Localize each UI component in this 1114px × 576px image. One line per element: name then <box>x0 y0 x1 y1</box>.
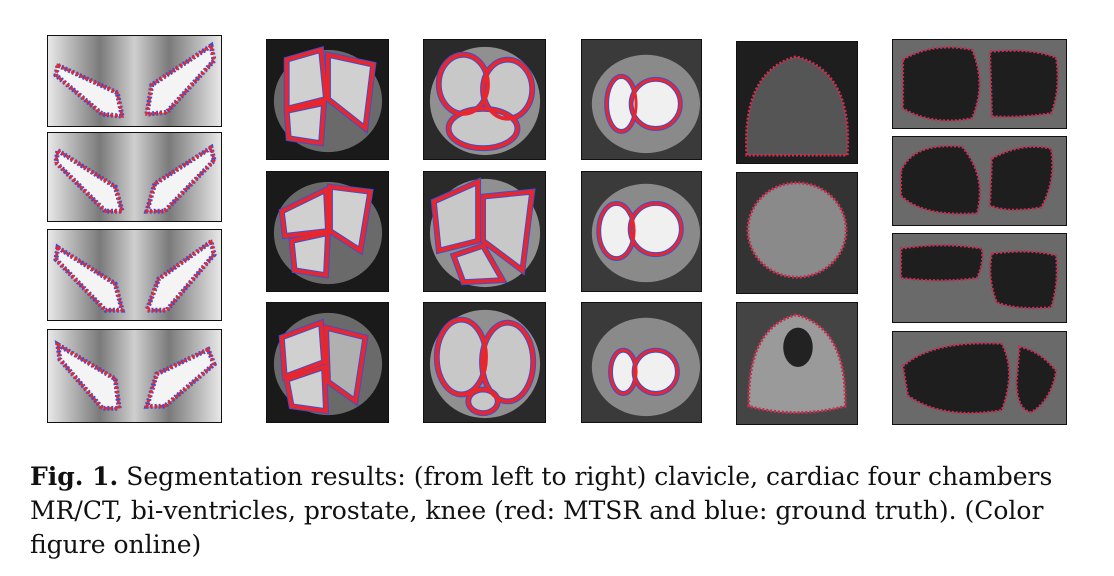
clavicle-image-2 <box>47 132 222 222</box>
clavicle-image-1 <box>47 35 222 127</box>
biventricle-image-2 <box>581 171 702 292</box>
cardiac-mr-image-2 <box>266 171 389 292</box>
cardiac-mr-image-1 <box>266 39 389 160</box>
figure-caption: Fig. 1. Segmentation results: (from left… <box>30 460 1090 562</box>
caption-text: Segmentation results: (from left to righ… <box>30 462 1053 559</box>
knee-image-3 <box>892 233 1067 323</box>
cardiac-ct-image-3 <box>423 302 546 423</box>
cardiac-ct-image-2 <box>423 171 546 292</box>
figure-label: Fig. 1. <box>30 462 119 491</box>
cardiac-mr-image-3 <box>266 302 389 423</box>
prostate-image-3 <box>736 302 858 425</box>
biventricle-image-3 <box>581 302 702 423</box>
prostate-image-1 <box>736 41 858 164</box>
biventricle-image-1 <box>581 39 702 160</box>
clavicle-image-3 <box>47 229 222 321</box>
cardiac-ct-image-1 <box>423 39 546 160</box>
knee-image-2 <box>892 136 1067 226</box>
knee-image-1 <box>892 39 1067 129</box>
prostate-image-2 <box>736 172 858 294</box>
knee-image-4 <box>892 331 1067 425</box>
clavicle-image-4 <box>47 329 222 423</box>
